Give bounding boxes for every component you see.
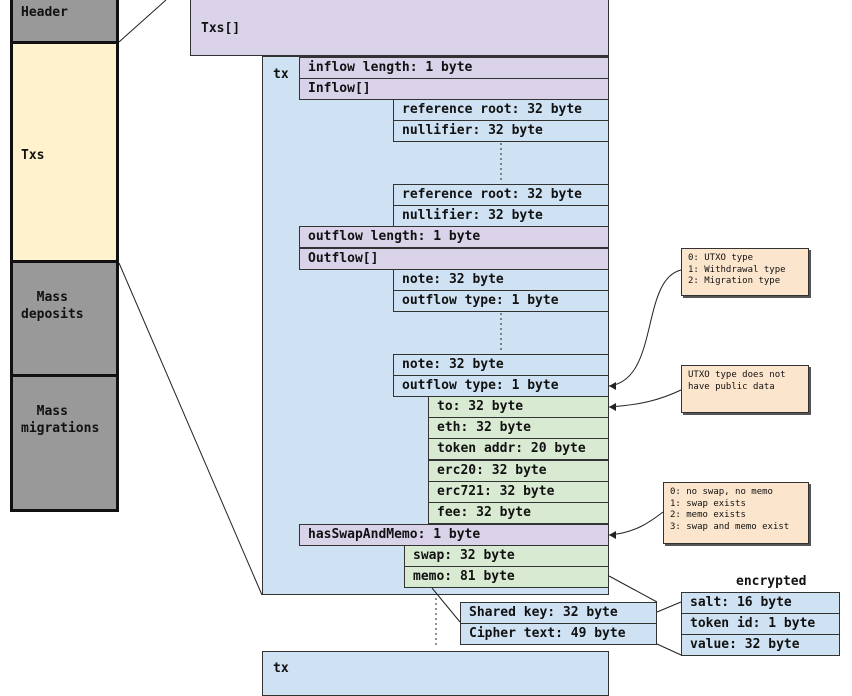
header-label: Header xyxy=(21,5,68,20)
field-inflow-text: Inflow[] xyxy=(308,81,371,96)
field-nullifier-1: nullifier: 32 byte xyxy=(393,120,609,142)
field-outflow-type-2: outflow type: 1 byte xyxy=(393,375,609,397)
field-token-id-text: token id: 1 byte xyxy=(690,616,816,631)
field-note-2-text: note: 32 byte xyxy=(402,357,504,372)
field-inflow-length: inflow length: 1 byte xyxy=(299,57,609,79)
field-value: value: 32 byte xyxy=(681,634,840,656)
field-nullifier-2: nullifier: 32 byte xyxy=(393,205,609,227)
txs-connector xyxy=(118,262,263,596)
txs-label: Txs xyxy=(21,148,45,163)
field-outflow-type-1-text: outflow type: 1 byte xyxy=(402,293,559,308)
mass-migrations-block: Mass migrations xyxy=(10,374,119,512)
field-outflow-length-text: outflow length: 1 byte xyxy=(308,229,481,244)
field-swap: swap: 32 byte xyxy=(404,545,609,567)
field-inflow-length-text: inflow length: 1 byte xyxy=(308,60,473,75)
arrowhead-swap-memo xyxy=(609,531,616,539)
field-memo-text: memo: 81 byte xyxy=(413,569,515,584)
field-salt-text: salt: 16 byte xyxy=(690,595,792,610)
field-outflow-length: outflow length: 1 byte xyxy=(299,226,609,248)
field-shared-key-text: Shared key: 32 byte xyxy=(469,605,618,620)
arrowhead-outflow-type xyxy=(609,382,616,390)
txs-array-box: Txs[] xyxy=(190,0,609,56)
note-utxo-public-data: UTXO type does not have public data xyxy=(681,365,809,413)
note-swap-memo: 0: no swap, no memo 1: swap exists 2: me… xyxy=(663,482,809,544)
encrypted-connector-bottom xyxy=(656,643,682,656)
field-memo: memo: 81 byte xyxy=(404,566,609,588)
note-outflow-types-connector xyxy=(608,269,682,387)
tx-label: tx xyxy=(273,67,289,82)
field-eth-text: eth: 32 byte xyxy=(437,420,531,435)
field-has-swap-and-memo-text: hasSwapAndMemo: 1 byte xyxy=(308,527,481,542)
encrypted-label: encrypted xyxy=(736,574,807,589)
tx-container-2: tx xyxy=(262,651,609,696)
mass-deposits-label: Mass deposits xyxy=(21,290,84,322)
mass-deposits-block: Mass deposits xyxy=(10,260,119,377)
header-block: Header xyxy=(10,0,119,44)
field-fee-text: fee: 32 byte xyxy=(437,505,531,520)
field-reference-root-1-text: reference root: 32 byte xyxy=(402,102,583,117)
field-swap-text: swap: 32 byte xyxy=(413,548,515,563)
field-outflow-type-1: outflow type: 1 byte xyxy=(393,290,609,312)
field-eth: eth: 32 byte xyxy=(428,417,609,439)
note-utxo-connector xyxy=(608,389,682,408)
note-swap-memo-connector xyxy=(608,511,664,536)
note-outflow-types: 0: UTXO type 1: Withdrawal type 2: Migra… xyxy=(681,248,809,296)
field-outflow-type-2-text: outflow type: 1 byte xyxy=(402,378,559,393)
field-note-2: note: 32 byte xyxy=(393,354,609,376)
field-to-text: to: 32 byte xyxy=(437,399,524,414)
field-reference-root-2: reference root: 32 byte xyxy=(393,184,609,206)
field-cipher-text: Cipher text: 49 byte xyxy=(460,623,657,645)
field-has-swap-and-memo: hasSwapAndMemo: 1 byte xyxy=(299,524,609,546)
mass-migrations-label: Mass migrations xyxy=(21,404,100,436)
field-value-text: value: 32 byte xyxy=(690,637,800,652)
encrypted-connector-top xyxy=(656,601,682,613)
field-token-addr: token addr: 20 byte xyxy=(428,438,609,460)
tx-label-2: tx xyxy=(273,661,289,676)
field-note-1-text: note: 32 byte xyxy=(402,272,504,287)
field-reference-root-2-text: reference root: 32 byte xyxy=(402,187,583,202)
field-erc721-text: erc721: 32 byte xyxy=(437,484,555,499)
field-fee: fee: 32 byte xyxy=(428,502,609,524)
field-erc721: erc721: 32 byte xyxy=(428,481,609,503)
field-cipher-text-text: Cipher text: 49 byte xyxy=(469,626,626,641)
field-token-addr-text: token addr: 20 byte xyxy=(437,441,586,456)
field-note-1: note: 32 byte xyxy=(393,269,609,291)
field-nullifier-2-text: nullifier: 32 byte xyxy=(402,208,543,223)
field-outflow-text: Outflow[] xyxy=(308,251,379,266)
memo-connector-left xyxy=(431,587,461,623)
field-nullifier-1-text: nullifier: 32 byte xyxy=(402,123,543,138)
txs-array-label: Txs[] xyxy=(201,21,241,36)
arrowhead-utxo xyxy=(609,403,616,411)
txs-block: Txs xyxy=(10,41,119,263)
field-erc20-text: erc20: 32 byte xyxy=(437,463,547,478)
header-connector xyxy=(118,0,167,43)
memo-connector-right xyxy=(608,575,658,603)
